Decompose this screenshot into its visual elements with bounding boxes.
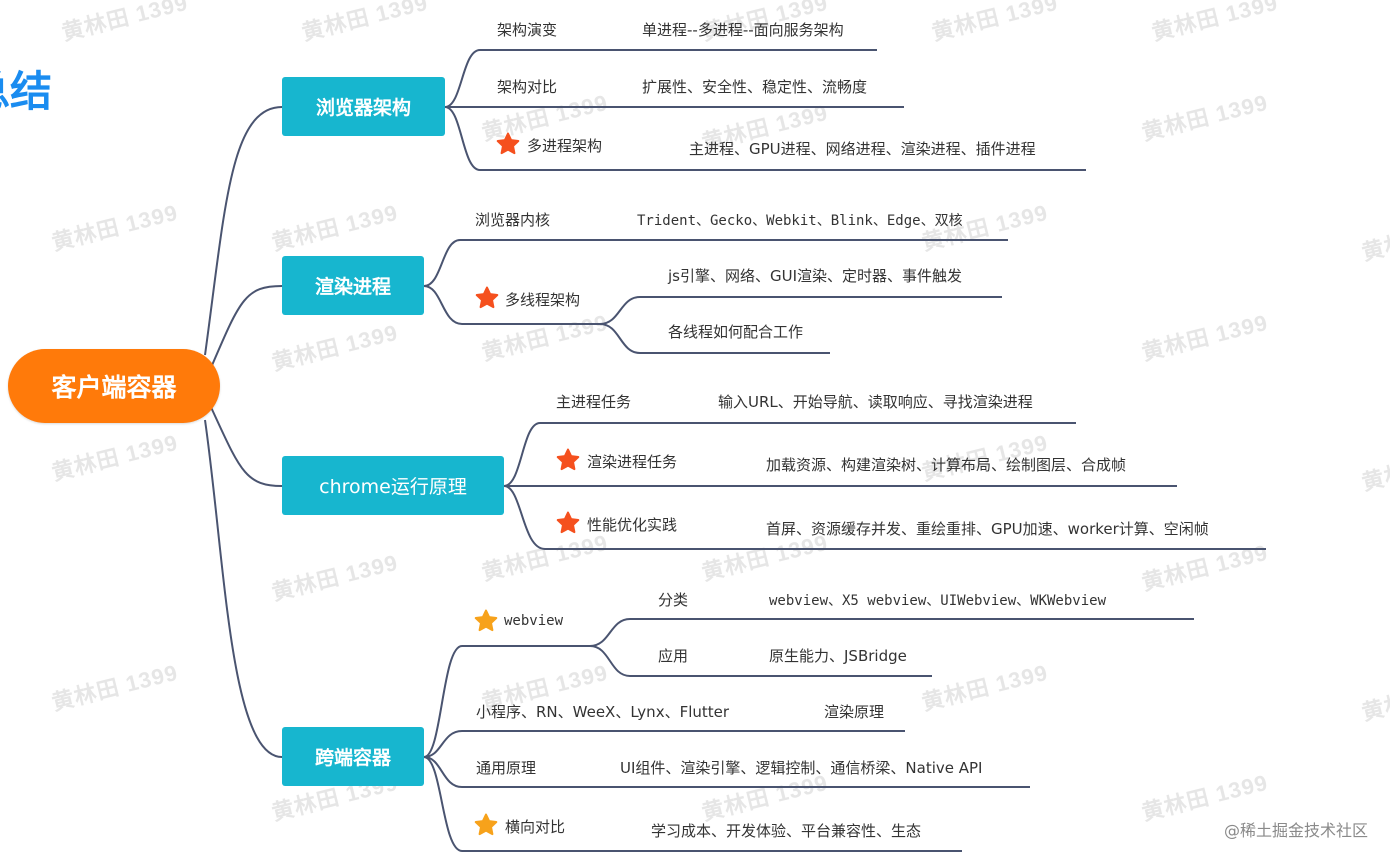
detail-main-process-tasks: 输入URL、开始导航、读取响应、寻找渲染进程 [718,393,1033,411]
item-webview-application: 应用 [658,647,689,665]
item-multi-process-architecture: 多进程架构 [527,137,603,155]
item-performance-optimization: 性能优化实践 [587,516,678,534]
branch-render-process[interactable]: 渲染进程 [282,256,424,315]
item-webview-category: 分类 [658,591,689,609]
item-render-process-tasks: 渲染进程任务 [587,453,678,471]
star-icon [474,813,498,836]
page-title: 总结 [0,67,52,116]
detail-performance-optimization: 首屏、资源缓存并发、重绘重排、GPU加速、worker计算、空闲帧 [766,520,1209,538]
star-icon [556,511,580,534]
item-architecture-comparison: 架构对比 [497,78,558,96]
item-mini-program-frameworks: 小程序、RN、WeeX、Lynx、Flutter [476,703,730,721]
item-browser-kernel: 浏览器内核 [475,211,551,229]
item-architecture-evolution: 架构演变 [497,21,558,39]
detail-thread-cooperation: 各线程如何配合工作 [668,323,804,341]
branch-cross-platform-container[interactable]: 跨端容器 [282,727,424,786]
detail-threads: js引擎、网络、GUI渲染、定时器、事件触发 [668,267,963,285]
detail-architecture-comparison: 扩展性、安全性、稳定性、流畅度 [642,78,868,96]
detail-general-principle: UI组件、渲染引擎、逻辑控制、通信桥梁、Native API [620,759,983,777]
star-icon [475,286,499,309]
item-horizontal-comparison: 横向对比 [505,818,566,836]
star-icon [474,609,498,632]
detail-architecture-evolution: 单进程--多进程--面向服务架构 [642,21,844,39]
star-icon [556,448,580,471]
branch-browser-architecture[interactable]: 浏览器架构 [282,77,445,136]
source-credit: @稀土掘金技术社区 [1223,821,1368,840]
detail-rendering-principle: 渲染原理 [824,703,885,721]
detail-browser-kernel: Trident、Gecko、Webkit、Blink、Edge、双核 [637,213,963,229]
detail-webview-category: webview、X5 webview、UIWebview、WKWebview [769,593,1107,609]
detail-render-process-tasks: 加载资源、构建渲染树、计算布局、绘制图层、合成帧 [766,456,1127,474]
branch-chrome-principle[interactable]: chrome运行原理 [282,456,504,515]
item-main-process-tasks: 主进程任务 [556,393,632,411]
item-general-principle: 通用原理 [476,759,537,777]
item-multi-thread-architecture: 多线程架构 [505,291,581,309]
star-icon [496,132,520,155]
root-node[interactable]: 客户端容器 [8,349,220,423]
detail-multi-process-architecture: 主进程、GPU进程、网络进程、渲染进程、插件进程 [689,140,1036,158]
detail-horizontal-comparison: 学习成本、开发体验、平台兼容性、生态 [651,822,922,840]
detail-webview-application: 原生能力、JSBridge [769,647,907,665]
item-webview: webview [504,613,564,629]
